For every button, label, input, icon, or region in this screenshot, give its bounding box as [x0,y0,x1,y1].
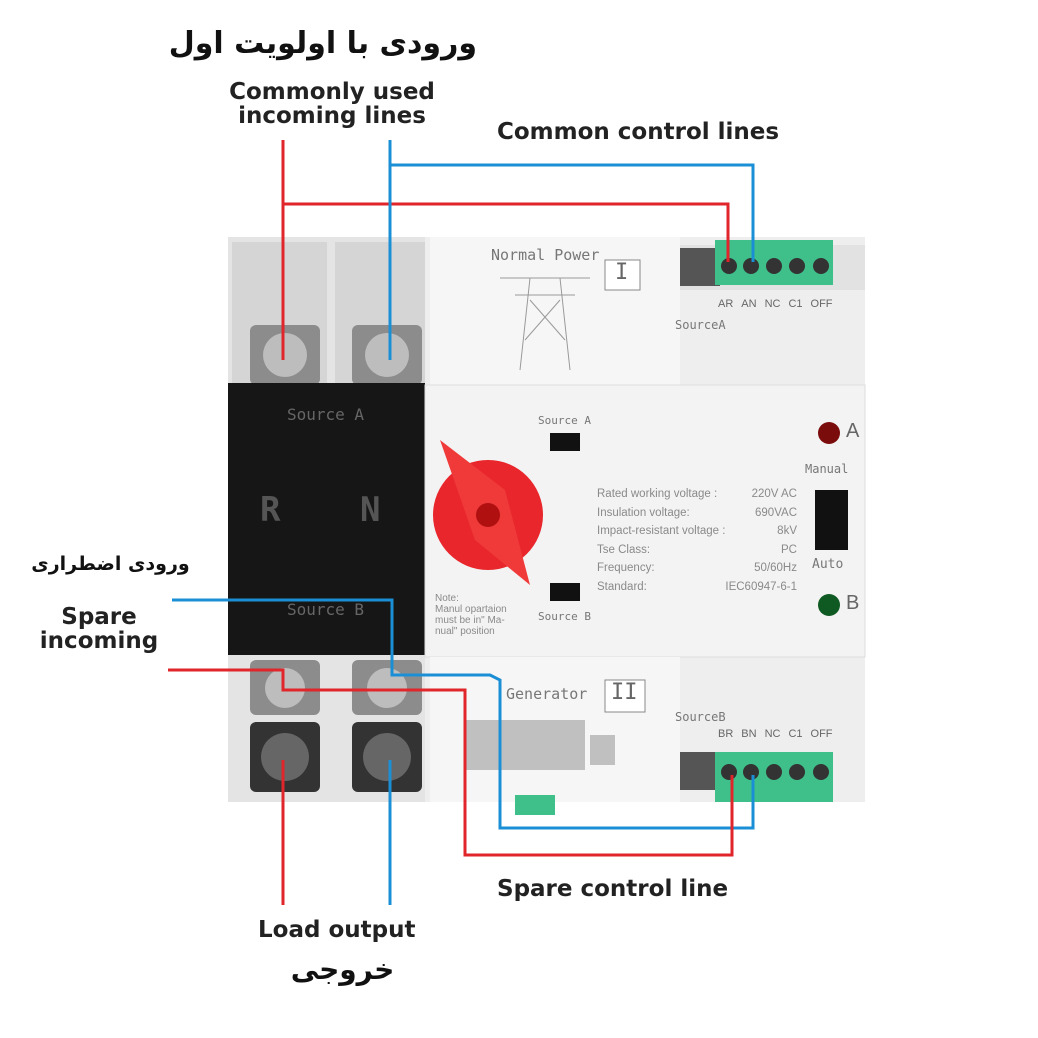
spec-key: Insulation voltage: [597,506,690,519]
rotary-switch-knob[interactable] [433,440,543,585]
terminal-strip-b [715,752,833,802]
emergency-input-label-fa: ورودی اضطراری [31,553,190,575]
label-line: incoming lines [238,103,426,130]
terminal-label: AN [741,298,757,310]
terminal-label: BN [741,728,757,740]
module-a-numeral: I [615,260,629,285]
terminal-strip-a [715,240,833,285]
priority-input-label-fa: ورودی با اولویت اول [168,26,477,61]
label-line: Spare [61,604,137,630]
spec-key: Frequency: [597,562,655,574]
window-source-a-text: Source A [538,414,591,427]
spec-key: Rated working voltage : [597,488,718,500]
terminal-label: BR [718,728,734,740]
note-line: Manul opartaion [435,604,507,615]
load-output-label: Load output [258,917,416,943]
mode-auto-label: Auto [812,557,844,572]
terminal-label: OFF [810,298,833,310]
note-line: nual" position [435,626,495,637]
terminal-label: C1 [788,728,803,740]
terminal-label: C1 [788,298,803,310]
spec-key: Impact-resistant voltage : [597,525,726,537]
module-b-numeral: II [611,680,638,705]
spec-value: 8kV [777,525,797,537]
window-source-b-text: Source B [538,610,591,623]
spare-control-line-label: Spare control line [497,876,729,902]
phase-n-text: N [360,490,381,530]
spec-value: 690VAC [755,506,797,519]
source-b-label: SourceB [675,710,726,724]
spec-value: 50/60Hz [754,562,797,574]
manual-auto-switch[interactable] [815,490,848,550]
label-line: Commonly used [229,79,435,105]
generator-icon [465,720,615,770]
spec-key: Tse Class: [597,543,651,556]
common-control-lines-label: Common control lines [497,119,780,145]
indicator-a-label: A [846,420,860,442]
manual-operation-note: Note: Manul opartaion must be in" Ma- nu… [435,593,507,637]
spec-key: Standard: [597,580,647,593]
screw-terminals [250,325,422,792]
spare-incoming-label: Spare incoming [35,605,163,653]
note-line: Note: [435,593,459,604]
indicator-led-a [818,422,840,444]
output-label-fa: خروجی [290,953,395,986]
spec-table: Rated working voltage : 220V AC Insulatio… [597,488,797,599]
normal-power-text: Normal Power [491,246,600,264]
terminal-label: NC [764,728,781,740]
source-b-block-text: Source B [287,600,365,619]
terminal-label: AR [718,298,734,310]
indicator-led-b [818,594,840,616]
terminal-label: OFF [810,728,833,740]
mode-manual-label: Manual [805,462,849,476]
source-a-block-text: Source A [287,405,365,424]
terminal-label: NC [764,298,781,310]
indicator-b-label: B [846,592,860,614]
source-a-label: SourceA [675,318,726,332]
spec-value: PC [781,543,797,556]
terminal-labels-b: BR BN NC C1 OFF [718,728,833,740]
spec-value: 220V AC [751,488,797,500]
note-line: must be in" Ma- [435,615,505,626]
generator-text: Generator [506,685,588,703]
black-source-block [228,383,428,655]
commonly-used-incoming-label: Commonly used incoming lines [222,80,442,128]
phase-r-text: R [260,490,281,530]
terminal-labels-a: AR AN NC C1 OFF [718,298,833,310]
pylon-icon [500,277,590,371]
wires [168,140,755,905]
label-line: incoming [39,628,159,655]
spec-value: IEC60947-6-1 [725,580,797,593]
